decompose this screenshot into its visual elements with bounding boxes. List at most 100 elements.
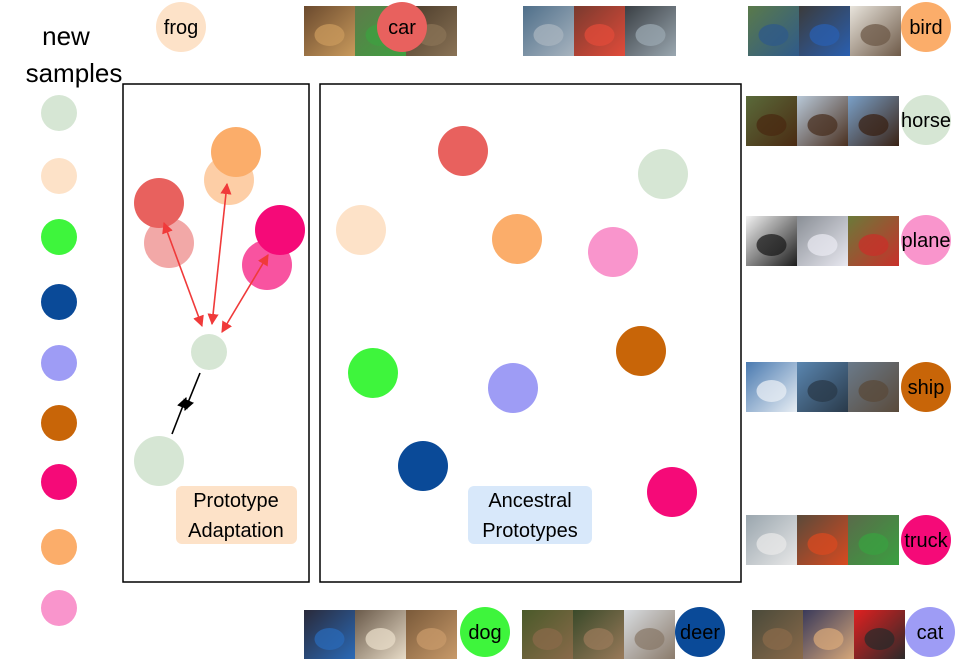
new-sample-dog [41, 219, 77, 255]
class-tag-dog [460, 607, 510, 657]
class-label-dog: dog [468, 622, 501, 644]
new-sample-deer [41, 284, 77, 320]
class-group-ship: ship [746, 362, 951, 412]
class-group-cat: cat [752, 607, 955, 659]
arrow-horse-truck [221, 254, 269, 333]
plane-photo-3-subject [858, 234, 889, 256]
class-tag-frog [156, 2, 206, 52]
class-label-truck: truck [904, 530, 948, 552]
class-tag-plane [901, 215, 951, 265]
class-label-plane: plane [902, 230, 951, 252]
adaptation-label-line-2: Adaptation [188, 520, 284, 542]
class-label-ship: ship [908, 377, 945, 399]
new-samples-column [41, 95, 77, 626]
ancestral-prototype-ship [616, 326, 666, 376]
frog-photo-1-subject [314, 24, 345, 46]
class-tag-truck [901, 515, 951, 565]
cat-photo-1-subject [762, 628, 793, 650]
class-tag-car [377, 2, 427, 52]
new-sample-frog [41, 158, 77, 194]
bird-prototype-adapted [211, 127, 261, 177]
ancestral-prototype-horse [638, 149, 688, 199]
ancestral-prototype-dots [336, 126, 697, 517]
ancestral-prototype-dog [348, 348, 398, 398]
adaptation-label-bg [176, 486, 297, 544]
class-group-dog: dog [304, 607, 510, 659]
class-group-bird: bird [748, 2, 951, 56]
adaptation-panel [122, 83, 310, 583]
class-label-car: car [388, 17, 416, 39]
ancestral-label-line-2: Prototypes [482, 520, 578, 542]
title-line-2: samples [26, 58, 123, 88]
class-group-plane: plane [746, 215, 951, 266]
class-tag-ship [901, 362, 951, 412]
class-group-deer: deer [522, 607, 725, 659]
ancestral-prototype-truck [647, 467, 697, 517]
title-line-1: new [42, 21, 90, 51]
arrow-black-up [171, 396, 188, 435]
class-tag-deer [675, 607, 725, 657]
arrow-black-down [183, 372, 201, 412]
arrow-horse-car [162, 221, 204, 328]
adaptation-graph: Prototype Adaptation [134, 127, 305, 544]
class-legend: frog car bird horse plane ship truck dog deer cat [156, 2, 955, 659]
new-sample-plane [41, 590, 77, 626]
car-photo-2-subject [584, 24, 615, 46]
horse-prototype-original [134, 436, 184, 486]
class-group-truck: truck [746, 515, 951, 565]
ship-photo-1-subject [756, 380, 787, 402]
car-prototype-adapted [134, 178, 184, 228]
ancestral-prototype-frog [336, 205, 386, 255]
plane-photo-2-subject [807, 234, 838, 256]
adaptation-label-line-1: Prototype [193, 490, 279, 512]
deer-photo-2-subject [583, 628, 614, 650]
class-label-frog: frog [164, 17, 198, 39]
ancestral-prototype-bird [492, 214, 542, 264]
bird-photo-1-subject [758, 24, 789, 46]
truck-prototype-adapted [255, 205, 305, 255]
car-photo-1-subject [533, 24, 564, 46]
new-sample-cat [41, 345, 77, 381]
plane-photo-1-subject [756, 234, 787, 256]
ancestral-panel [319, 83, 742, 583]
truck-photo-1-subject [756, 533, 787, 555]
dog-photo-1-subject [314, 628, 345, 650]
truck-photo-2-subject [807, 533, 838, 555]
ancestral-prototype-car [438, 126, 488, 176]
class-label-horse: horse [901, 110, 951, 132]
new-sample-truck [41, 464, 77, 500]
ancestral-label-bg [468, 486, 592, 544]
ancestral-prototype-plane [588, 227, 638, 277]
class-group-horse: horse [746, 95, 951, 146]
class-group-car: car [377, 2, 676, 56]
deer-photo-1-subject [532, 628, 563, 650]
horse-photo-1-subject [756, 114, 787, 136]
ancestral-prototype-cat [488, 363, 538, 413]
ancestral-label-line-1: Ancestral [488, 490, 571, 512]
ship-photo-3-subject [858, 380, 889, 402]
cat-photo-3-subject [864, 628, 895, 650]
horse-prototype-moved [191, 334, 227, 370]
class-label-bird: bird [909, 17, 942, 39]
arrow-horse-bird [207, 182, 232, 326]
dog-photo-2-subject [365, 628, 396, 650]
class-tag-horse [901, 95, 951, 145]
new-sample-horse [41, 95, 77, 131]
new-sample-bird [41, 529, 77, 565]
bird-photo-3-subject [860, 24, 891, 46]
class-label-cat: cat [917, 622, 944, 644]
bird-photo-2-subject [809, 24, 840, 46]
horse-photo-2-subject [807, 114, 838, 136]
horse-photo-3-subject [858, 114, 889, 136]
new-sample-ship [41, 405, 77, 441]
truck-photo-3-subject [858, 533, 889, 555]
class-tag-cat [905, 607, 955, 657]
class-label-deer: deer [680, 622, 720, 644]
car-photo-3-subject [635, 24, 666, 46]
class-tag-bird [901, 2, 951, 52]
dog-photo-3-subject [416, 628, 447, 650]
deer-photo-3-subject [634, 628, 665, 650]
ancestral-prototype-deer [398, 441, 448, 491]
ship-photo-2-subject [807, 380, 838, 402]
